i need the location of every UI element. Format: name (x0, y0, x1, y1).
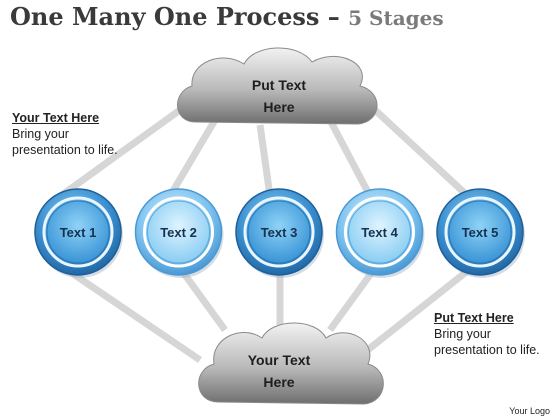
stage-label: Text 2 (160, 225, 197, 240)
note-left: Your Text Here Bring your presentation t… (12, 110, 137, 158)
stage-core (46, 200, 110, 264)
stage-node-2: Text 2 (134, 188, 224, 278)
stage-core (247, 200, 311, 264)
note-right: Put Text Here Bring your presentation to… (434, 310, 559, 358)
stage-inner-band (143, 196, 214, 268)
note-right-heading: Put Text Here (434, 311, 514, 325)
connector-line (327, 265, 378, 333)
connector-line (352, 262, 478, 363)
stage-nodes: Text 1 Text 2 Text 3 Text 4 Text 5 (34, 188, 525, 278)
note-right-body: Bring your presentation to life. (434, 327, 540, 357)
bottom-cloud-line2: Here (263, 374, 294, 390)
top-cloud-line1: Put Text (252, 77, 307, 93)
stage-label: Text 1 (60, 225, 97, 240)
bottom-cloud-line1: Your Text (248, 352, 311, 368)
stage-label: Text 4 (361, 225, 398, 240)
connector-line (256, 124, 274, 197)
stage-inner-band (243, 196, 315, 268)
title-main: One Many One Process – (10, 2, 349, 31)
top-cloud: Put Text Here (177, 47, 378, 125)
stage-node-4: Text 4 (335, 188, 425, 278)
stage-inner-band (444, 196, 516, 268)
stage-node-5: Text 5 (436, 188, 525, 278)
stage-core (348, 200, 411, 264)
stage-core (147, 200, 210, 264)
stage-inner-band (42, 196, 114, 268)
page-title: One Many One Process – 5 Stages (10, 2, 444, 31)
top-cloud-line2: Here (263, 99, 294, 115)
title-accent: 5 Stages (348, 6, 444, 30)
stage-inner-band (344, 196, 415, 268)
connector-line (52, 107, 183, 203)
logo-text: Your Logo (509, 406, 550, 416)
connector-line (177, 265, 228, 333)
connector-line (326, 118, 374, 198)
stage-label: Text 5 (462, 225, 499, 240)
stage-label: Text 3 (261, 225, 298, 240)
stage-node-3: Text 3 (235, 188, 324, 278)
connector-line (58, 262, 202, 363)
connector-line (372, 107, 473, 201)
stage-node-1: Text 1 (34, 188, 123, 278)
stage-core (448, 200, 512, 264)
bottom-cloud: Your Text Here (198, 322, 384, 405)
connectors (52, 107, 478, 363)
note-left-heading: Your Text Here (12, 111, 100, 125)
note-left-body: Bring your presentation to life. (12, 127, 118, 157)
connector-line (166, 118, 219, 198)
